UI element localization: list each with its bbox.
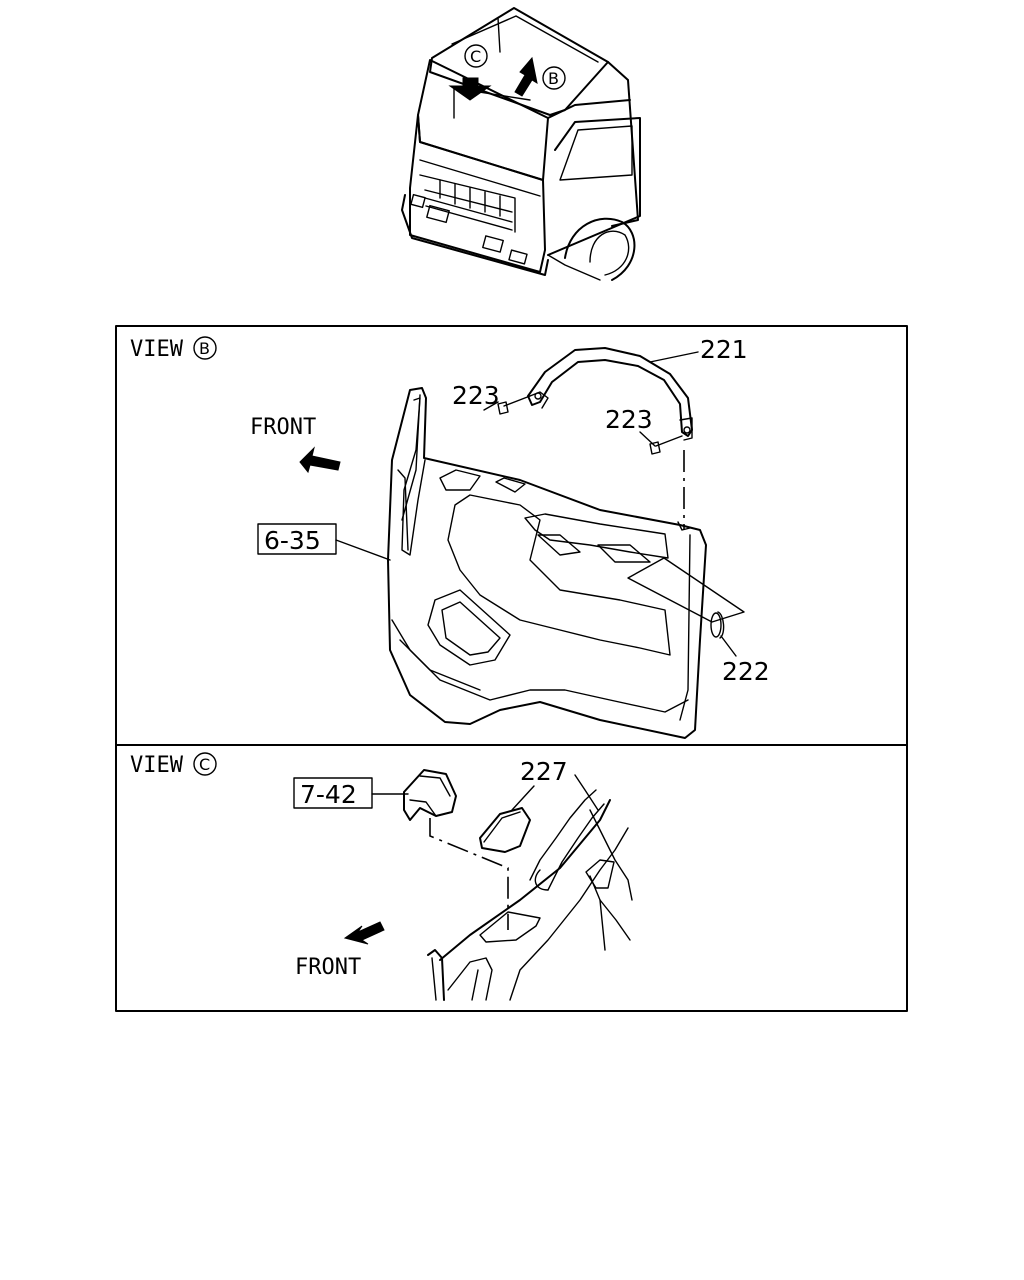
view-c-circle-label: C [199,755,210,774]
callout-221: 221 [700,335,748,364]
view-b-circle-label: B [199,339,210,358]
view-b-front-label: FRONT [250,415,316,440]
front-arrow-icon-c [343,921,385,945]
view-c-circle [193,752,217,776]
truck-cab-overview: C B [401,7,641,281]
view-b-title: VIEW [130,337,184,362]
ref-box-6-35 [257,523,337,555]
callout-222: 222 [722,657,770,686]
ref-box-7-42 [293,777,373,809]
view-b-panel: VIEW B FRONT 6-35 [130,335,770,739]
screw-223-left [497,395,531,415]
grab-handle-221 [527,347,693,441]
view-b-marker-label: B [548,69,559,88]
cap-222 [710,611,725,639]
view-c-panel: VIEW C 7-42 227 FRONT [130,752,633,1001]
view-c-marker-label: C [470,47,481,66]
ref-box-7-42-label: 7-42 [300,780,357,809]
callout-227: 227 [520,757,568,786]
view-b-circle [193,336,217,360]
callout-223-right: 223 [605,405,653,434]
clip-7-42 [403,769,457,821]
view-c-front-label: FRONT [295,955,361,980]
screw-223-right [649,435,683,455]
view-c-title: VIEW [130,753,184,778]
views-frame [115,325,908,1012]
roof-headliner-panel [387,387,707,739]
pad-227 [479,807,531,853]
front-arrow-icon [299,446,341,474]
roof-corner-structure [427,774,633,1001]
ref-box-6-35-label: 6-35 [264,526,321,555]
